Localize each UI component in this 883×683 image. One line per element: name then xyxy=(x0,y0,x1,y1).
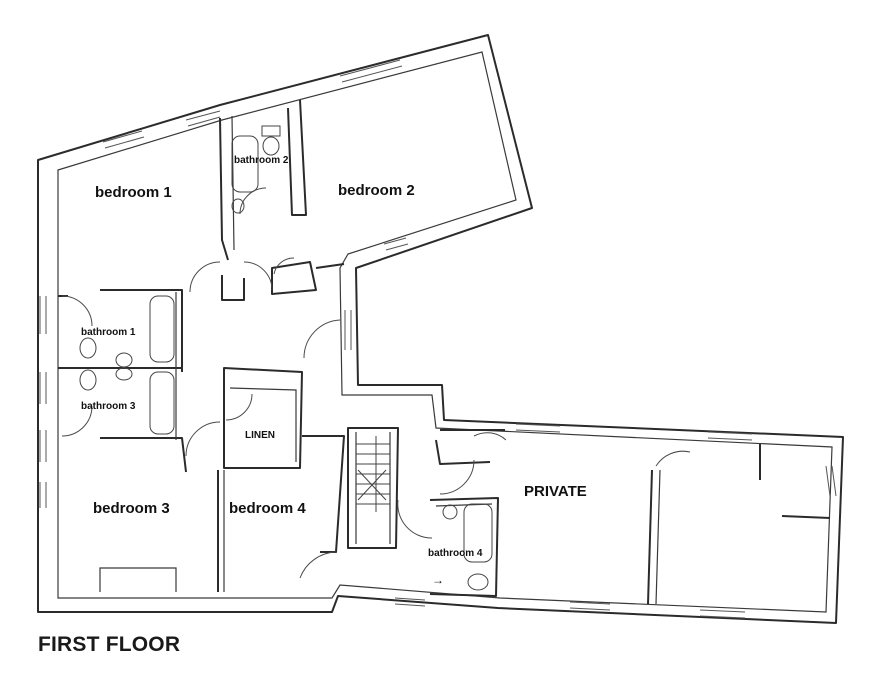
room-label-bathroom-3: bathroom 3 xyxy=(81,401,136,412)
windows xyxy=(39,59,837,619)
room-label-bathroom-4: bathroom 4 xyxy=(428,548,483,559)
staircase xyxy=(355,432,391,544)
bathroom-fixtures xyxy=(79,125,493,592)
room-label-bathroom-2: bathroom 2 xyxy=(234,155,289,166)
room-label-bedroom-2: bedroom 2 xyxy=(338,182,415,199)
room-label-bathroom-1: bathroom 1 xyxy=(81,327,136,338)
room-label-linen: LINEN xyxy=(245,430,275,441)
room-label-bedroom-3: bedroom 3 xyxy=(93,500,170,517)
room-label-private: PRIVATE xyxy=(524,483,587,500)
doors xyxy=(61,187,691,579)
room-label-bedroom-1: bedroom 1 xyxy=(95,184,172,201)
room-label-bedroom-4: bedroom 4 xyxy=(229,500,306,517)
interior-walls xyxy=(58,99,831,605)
outer-walls xyxy=(37,34,844,624)
arrow-icon: → xyxy=(432,573,444,587)
floor-title: FIRST FLOOR xyxy=(38,633,181,656)
